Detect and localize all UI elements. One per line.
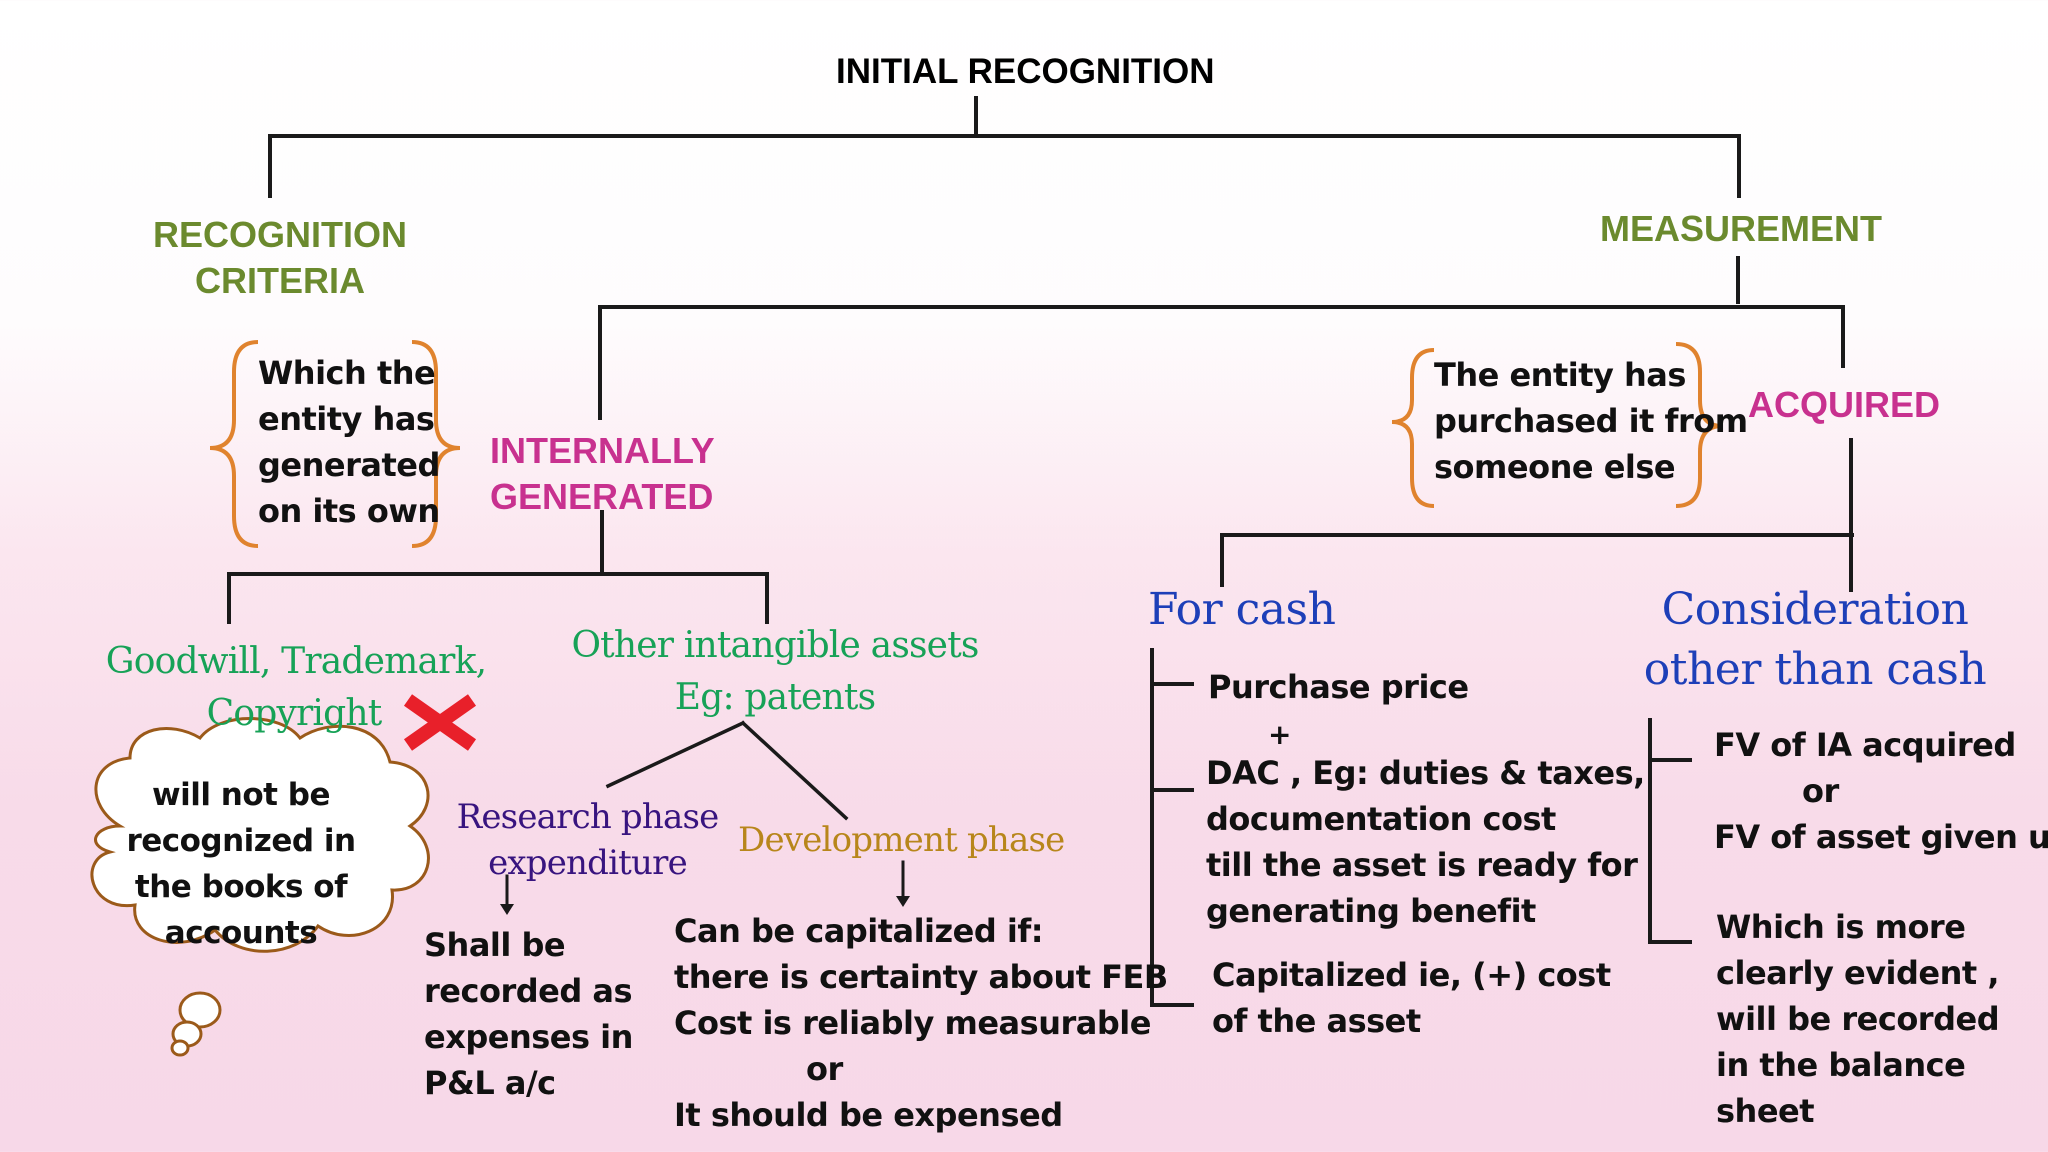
- note-line: sheet: [1716, 1092, 1815, 1130]
- research-phase-node: Research phase expenditure: [455, 794, 720, 886]
- description-line: Which the: [258, 354, 436, 392]
- description-line: entity has: [258, 400, 435, 438]
- thought-bubble-small: [170, 1039, 190, 1057]
- diagram-title: INITIAL RECOGNITION: [836, 52, 1215, 91]
- result-line: recorded as: [424, 972, 633, 1010]
- node-line: other than cash: [1643, 644, 1987, 695]
- node-line: Eg: patents: [674, 677, 876, 718]
- result-line: or: [806, 1050, 843, 1088]
- category-line: GENERATED: [490, 476, 714, 517]
- node-line: Research phase: [456, 797, 720, 837]
- recognition-criteria-heading: RECOGNITION CRITERIA: [145, 212, 415, 304]
- description-line: someone else: [1434, 448, 1676, 486]
- cost-line: generating benefit: [1206, 892, 1536, 930]
- note-line: will not be: [151, 777, 331, 813]
- fv-given-up: FV of asset given up: [1714, 818, 2048, 856]
- development-phase-node: Development phase: [738, 820, 1065, 860]
- directly-attributable-cost: DAC , Eg: duties & taxes, documentation …: [1206, 750, 1645, 934]
- phase-connector: [605, 720, 849, 821]
- note-line: of the asset: [1212, 1002, 1421, 1040]
- purchase-price: Purchase price: [1208, 668, 1469, 706]
- heading-line: CRITERIA: [195, 260, 365, 301]
- note-line: Capitalized ie, (+) cost: [1212, 956, 1611, 994]
- consideration-bracket: [1648, 718, 1692, 944]
- acquired-connector: [1220, 438, 1854, 592]
- note-line: the books of: [134, 869, 348, 905]
- for-cash-node: For cash: [1148, 584, 1336, 635]
- node-line: expenditure: [488, 843, 688, 883]
- result-line: there is certainty about FEB: [674, 958, 1168, 996]
- description-line: The entity has: [1434, 356, 1686, 394]
- node-line: Other intangible assets: [571, 625, 979, 666]
- description-line: generated: [258, 446, 440, 484]
- plus-sign: +: [1268, 718, 1291, 751]
- thought-cloud-icon: [90, 717, 430, 953]
- result-line: Shall be: [424, 926, 566, 964]
- cost-line: DAC , Eg: duties & taxes,: [1206, 754, 1645, 792]
- note-line: accounts: [164, 915, 318, 951]
- result-line: expenses in: [424, 1018, 633, 1056]
- note-line: in the balance: [1716, 1046, 1966, 1084]
- measurement-connector: [598, 256, 1845, 420]
- development-result: Can be capitalized if: there is certaint…: [674, 908, 1168, 1138]
- fv-acquired: FV of IA acquired: [1714, 726, 2016, 764]
- internal-description: Which the entity has generated on its ow…: [258, 350, 440, 534]
- note-line: recognized in: [126, 823, 356, 859]
- note-line: Which is more: [1716, 908, 1966, 946]
- left-brace-open: [209, 340, 259, 548]
- left-brace-close: [411, 340, 461, 548]
- description-line: on its own: [258, 492, 440, 530]
- node-line: Goodwill, Trademark,: [105, 641, 487, 682]
- note-line: will be recorded: [1716, 1000, 2000, 1038]
- cash-bracket: [1150, 648, 1194, 1007]
- root-connector: [268, 96, 1741, 198]
- acquired-category: ACQUIRED: [1748, 384, 1941, 425]
- note-line: clearly evident ,: [1716, 954, 2000, 992]
- goodwill-node: Goodwill, Trademark, Copyright: [100, 636, 492, 740]
- consideration-node: Consideration other than cash: [1630, 580, 2000, 700]
- acquired-description: The entity has purchased it from someone…: [1434, 352, 1748, 490]
- fv-or: or: [1802, 772, 1839, 810]
- cost-line: till the asset is ready for: [1206, 846, 1638, 884]
- category-line: INTERNALLY: [490, 430, 715, 471]
- cost-line: documentation cost: [1206, 800, 1556, 838]
- result-line: P&L a/c: [424, 1064, 556, 1102]
- right-brace-close: [1675, 342, 1723, 508]
- result-line: It should be expensed: [674, 1096, 1063, 1134]
- node-line: Consideration: [1661, 584, 1969, 635]
- not-recognized-note: will not be recognized in the books of a…: [110, 772, 372, 956]
- research-result: Shall be recorded as expenses in P&L a/c: [424, 922, 633, 1106]
- internally-generated-category: INTERNALLY GENERATED: [490, 428, 715, 520]
- heading-line: RECOGNITION: [152, 214, 407, 255]
- measurement-heading: MEASUREMENT: [1600, 208, 1883, 249]
- description-line: purchased it from: [1434, 402, 1748, 440]
- evident-note: Which is more clearly evident , will be …: [1716, 904, 2000, 1134]
- research-arrowhead: [500, 904, 514, 915]
- capitalized-note: Capitalized ie, (+) cost of the asset: [1212, 952, 1611, 1044]
- internal-connector: [227, 510, 769, 624]
- result-line: Can be capitalized if:: [674, 912, 1044, 950]
- other-intangible-node: Other intangible assets Eg: patents: [540, 620, 1010, 724]
- red-x-icon: [403, 694, 477, 751]
- right-brace-open: [1391, 348, 1435, 508]
- node-line: Copyright: [206, 693, 383, 734]
- development-arrowhead: [896, 896, 910, 907]
- result-line: Cost is reliably measurable: [674, 1004, 1151, 1042]
